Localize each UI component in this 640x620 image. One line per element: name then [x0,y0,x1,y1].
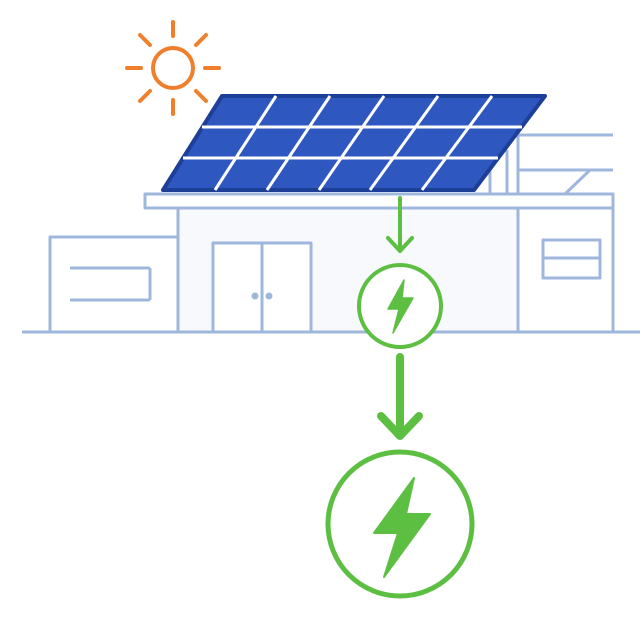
large-energy-badge [325,449,475,599]
lightning-bolt-icon [387,279,414,334]
panel-grid [183,95,522,191]
left-wing [48,235,182,334]
flow-arrow-energy-to-output [377,353,423,440]
roof-slab [143,192,615,210]
sun-icon [125,20,221,116]
lightning-bolt-icon [373,477,431,578]
flow-arrow-panel-to-energy [386,196,414,253]
house-icon [22,133,640,334]
small-energy-badge [357,263,443,349]
solar-panel-icon [161,94,547,192]
